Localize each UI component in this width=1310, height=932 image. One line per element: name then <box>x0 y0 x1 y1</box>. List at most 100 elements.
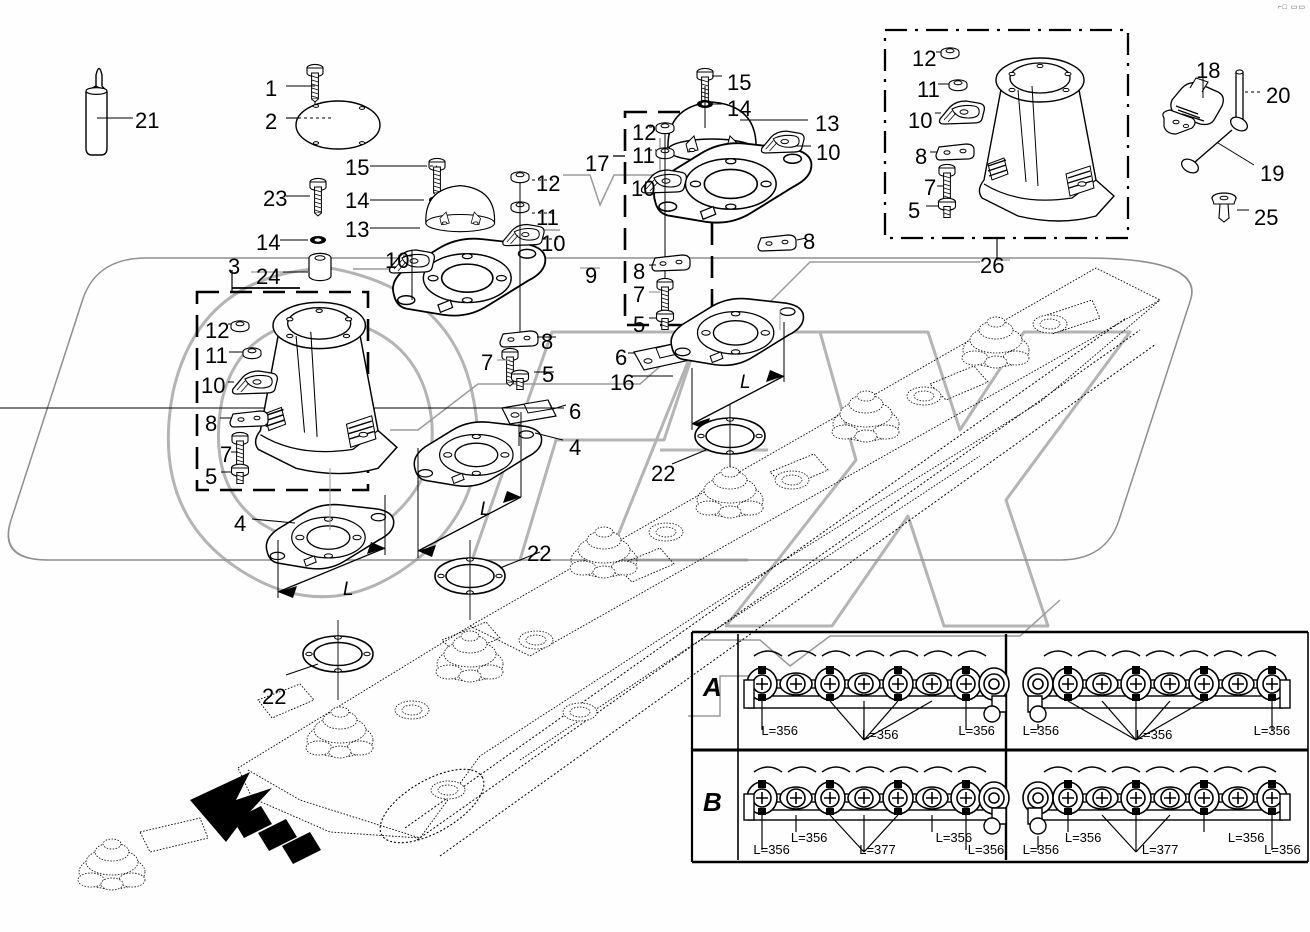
corner-mark: ⌐□ ▭▭ <box>1277 4 1306 11</box>
callout-21: 21 <box>135 108 160 133</box>
callout-8: 8 <box>803 229 816 254</box>
part-14-washer-b <box>280 236 326 244</box>
dimension-mark-l: L <box>740 372 751 393</box>
part-22-ring-middle <box>434 540 541 620</box>
dimension-text: L=356 <box>1135 727 1173 743</box>
panel-a-right-art <box>1022 650 1291 741</box>
callout-20: 20 <box>1266 83 1291 108</box>
dimension-text: L=356 <box>753 841 790 857</box>
callout-8: 8 <box>915 144 928 169</box>
panel-a-left-art <box>743 650 1010 741</box>
part-22-ring-right <box>671 404 766 478</box>
callout-14: 14 <box>727 96 752 121</box>
callout-5: 5 <box>633 312 646 337</box>
dimension-text: L=356 <box>1022 723 1060 739</box>
dimension-text: L=377 <box>859 841 896 857</box>
callout-19: 19 <box>1260 161 1285 186</box>
dimension-arrow-middle <box>417 412 522 558</box>
callout-8: 8 <box>541 329 554 354</box>
part-19-wire-lanyard <box>1180 116 1255 174</box>
box-3-hardware <box>220 320 279 485</box>
box-3-dashed <box>195 290 370 492</box>
part-18-bracket <box>1162 74 1224 135</box>
callout-7: 7 <box>220 442 233 467</box>
callout-11: 11 <box>205 343 228 368</box>
callout-6: 6 <box>615 345 628 370</box>
dimension-text: L=356 <box>967 841 1005 857</box>
part-14-left-washer <box>370 196 445 204</box>
callout-17: 17 <box>585 151 610 176</box>
part-24-spacer <box>251 252 332 282</box>
callout-14: 14 <box>345 188 370 213</box>
part-20-pin <box>1235 69 1260 121</box>
dimension-text: L=356 <box>1227 829 1265 845</box>
callout-13: 13 <box>345 217 370 242</box>
dimension-text: L=356 <box>761 723 798 739</box>
part-4-flange-middle <box>413 421 564 487</box>
callout-11: 11 <box>632 143 655 168</box>
dimension-text: L=356 <box>790 829 828 845</box>
callout-4: 4 <box>569 435 582 460</box>
mower-deck-belt <box>404 317 1157 857</box>
callout-15: 15 <box>345 155 370 180</box>
callout-22: 22 <box>651 461 676 486</box>
callout-15: 15 <box>727 70 752 95</box>
deck-outline <box>7 257 1193 561</box>
part-2-cover-plate <box>286 100 381 150</box>
callout-4: 4 <box>234 511 247 536</box>
dimension-text: L=356 <box>1264 841 1301 857</box>
part-13-left-cover <box>370 185 496 233</box>
callout-10: 10 <box>816 140 841 165</box>
dimension-text: L=356 <box>958 723 995 739</box>
assembly-17-hub <box>640 67 813 331</box>
part-23-screw <box>286 177 327 217</box>
mower-deck-rear-circle <box>379 768 485 844</box>
part-22-ring-left <box>285 620 374 700</box>
callout-12: 12 <box>632 120 657 145</box>
assembly-3-cone-housing <box>254 301 398 475</box>
callout-23: 23 <box>263 186 288 211</box>
dimension-arrow-right <box>691 322 785 430</box>
dimension-text: L=356 <box>935 829 973 845</box>
callout-1: 1 <box>265 76 278 101</box>
callout-22: 22 <box>262 684 287 709</box>
callout-7: 7 <box>481 350 494 375</box>
callout-2: 2 <box>265 109 278 134</box>
callout-11: 11 <box>536 205 559 230</box>
table-row-label-b: B <box>703 787 722 817</box>
assembly-9-middle-hub <box>388 171 600 391</box>
callout-6: 6 <box>569 399 582 424</box>
callout-5: 5 <box>542 362 555 387</box>
callout-14: 14 <box>256 230 281 255</box>
callout-12: 12 <box>912 46 937 71</box>
dimension-text: L=356 <box>861 727 899 743</box>
direction-arrow <box>190 772 321 864</box>
callout-3: 3 <box>228 254 241 279</box>
dimension-mark-l: L <box>480 499 491 520</box>
callout-16: 16 <box>610 370 635 395</box>
dimension-text: L=356 <box>1253 723 1291 739</box>
callout-26: 26 <box>980 253 1005 278</box>
dimension-text: L=356 <box>1022 841 1060 857</box>
callout-13: 13 <box>815 111 840 136</box>
callout-10: 10 <box>385 248 410 273</box>
part-21-cartridge <box>85 67 133 156</box>
table-frame <box>690 630 1309 864</box>
callout-25: 25 <box>1254 205 1279 230</box>
assembly-26-cone-housing <box>978 57 1115 222</box>
panel-b-left-art <box>743 766 1010 853</box>
box-26-hardware <box>926 47 986 219</box>
part-4-flange-right <box>630 297 805 377</box>
dimension-mark-l: L <box>343 579 354 600</box>
callout-11: 11 <box>917 77 940 102</box>
callout-7: 7 <box>633 282 646 307</box>
dimension-text: L=377 <box>1141 841 1179 857</box>
callout-10: 10 <box>541 231 566 256</box>
callout-24: 24 <box>256 264 281 289</box>
panel-b-right-art <box>1022 766 1291 853</box>
part-25-rivet <box>1211 192 1249 223</box>
callout-12: 12 <box>536 171 561 196</box>
callout-12: 12 <box>205 318 230 343</box>
callout-10: 10 <box>908 108 933 133</box>
